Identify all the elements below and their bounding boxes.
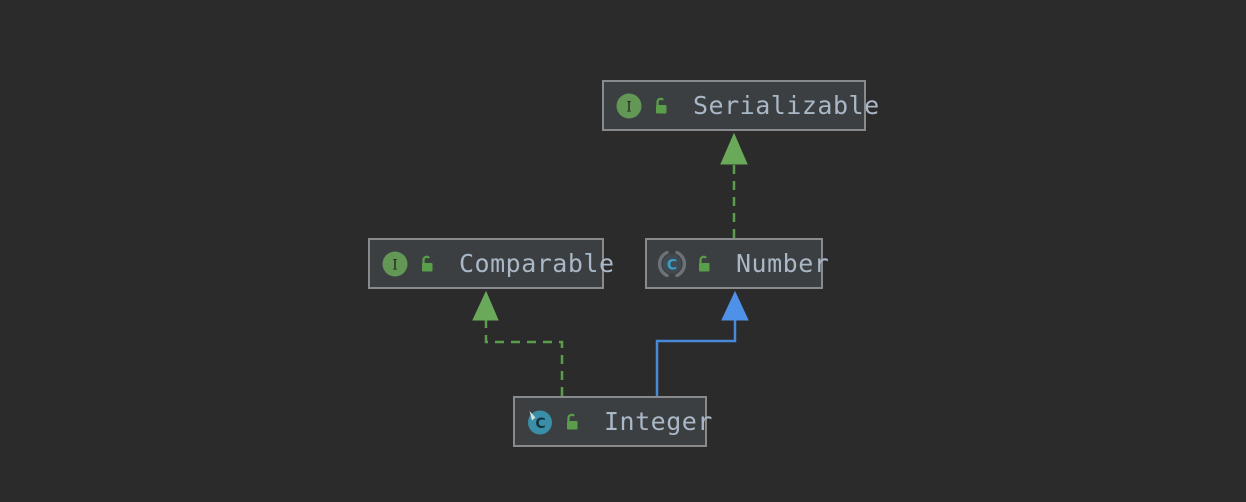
unlocked-padlock-icon (567, 413, 578, 429)
interface-icon: I (382, 251, 408, 276)
svg-text:C: C (667, 257, 677, 273)
arrowhead-triangle (720, 132, 748, 165)
uml-node-number[interactable]: C Number (645, 238, 829, 289)
uml-node-serializable[interactable]: I Serializable (602, 80, 879, 131)
svg-text:I: I (392, 257, 398, 273)
arrowhead-triangle (472, 290, 499, 321)
unlocked-padlock-icon (699, 255, 710, 271)
node-label: Integer (604, 407, 713, 436)
node-label: Number (736, 249, 830, 278)
edge-integer-implements-comparable[interactable] (472, 290, 564, 396)
node-label: Serializable (693, 91, 880, 120)
node-icon-group: C (526, 408, 582, 436)
svg-text:C: C (535, 416, 545, 432)
abstract-class-icon: C (658, 250, 686, 277)
unlocked-padlock-icon (656, 97, 667, 113)
uml-node-comparable[interactable]: I Comparable (368, 238, 614, 289)
uml-node-integer[interactable]: C Integer (513, 396, 712, 447)
node-label: Comparable (459, 249, 615, 278)
edge-number-implements-serializable[interactable] (720, 132, 748, 238)
node-icon-group: I (615, 92, 671, 120)
unlocked-padlock-icon (422, 255, 433, 271)
arrowhead-triangle (721, 290, 749, 321)
edge-integer-extends-number[interactable] (655, 290, 749, 396)
edge-line (484, 318, 564, 396)
interface-icon: I (616, 93, 642, 118)
node-icon-group: I (381, 250, 437, 278)
edge-line (655, 318, 737, 396)
node-icon-group: C (658, 250, 714, 278)
svg-text:I: I (626, 99, 632, 115)
final-class-icon: C (528, 410, 552, 434)
